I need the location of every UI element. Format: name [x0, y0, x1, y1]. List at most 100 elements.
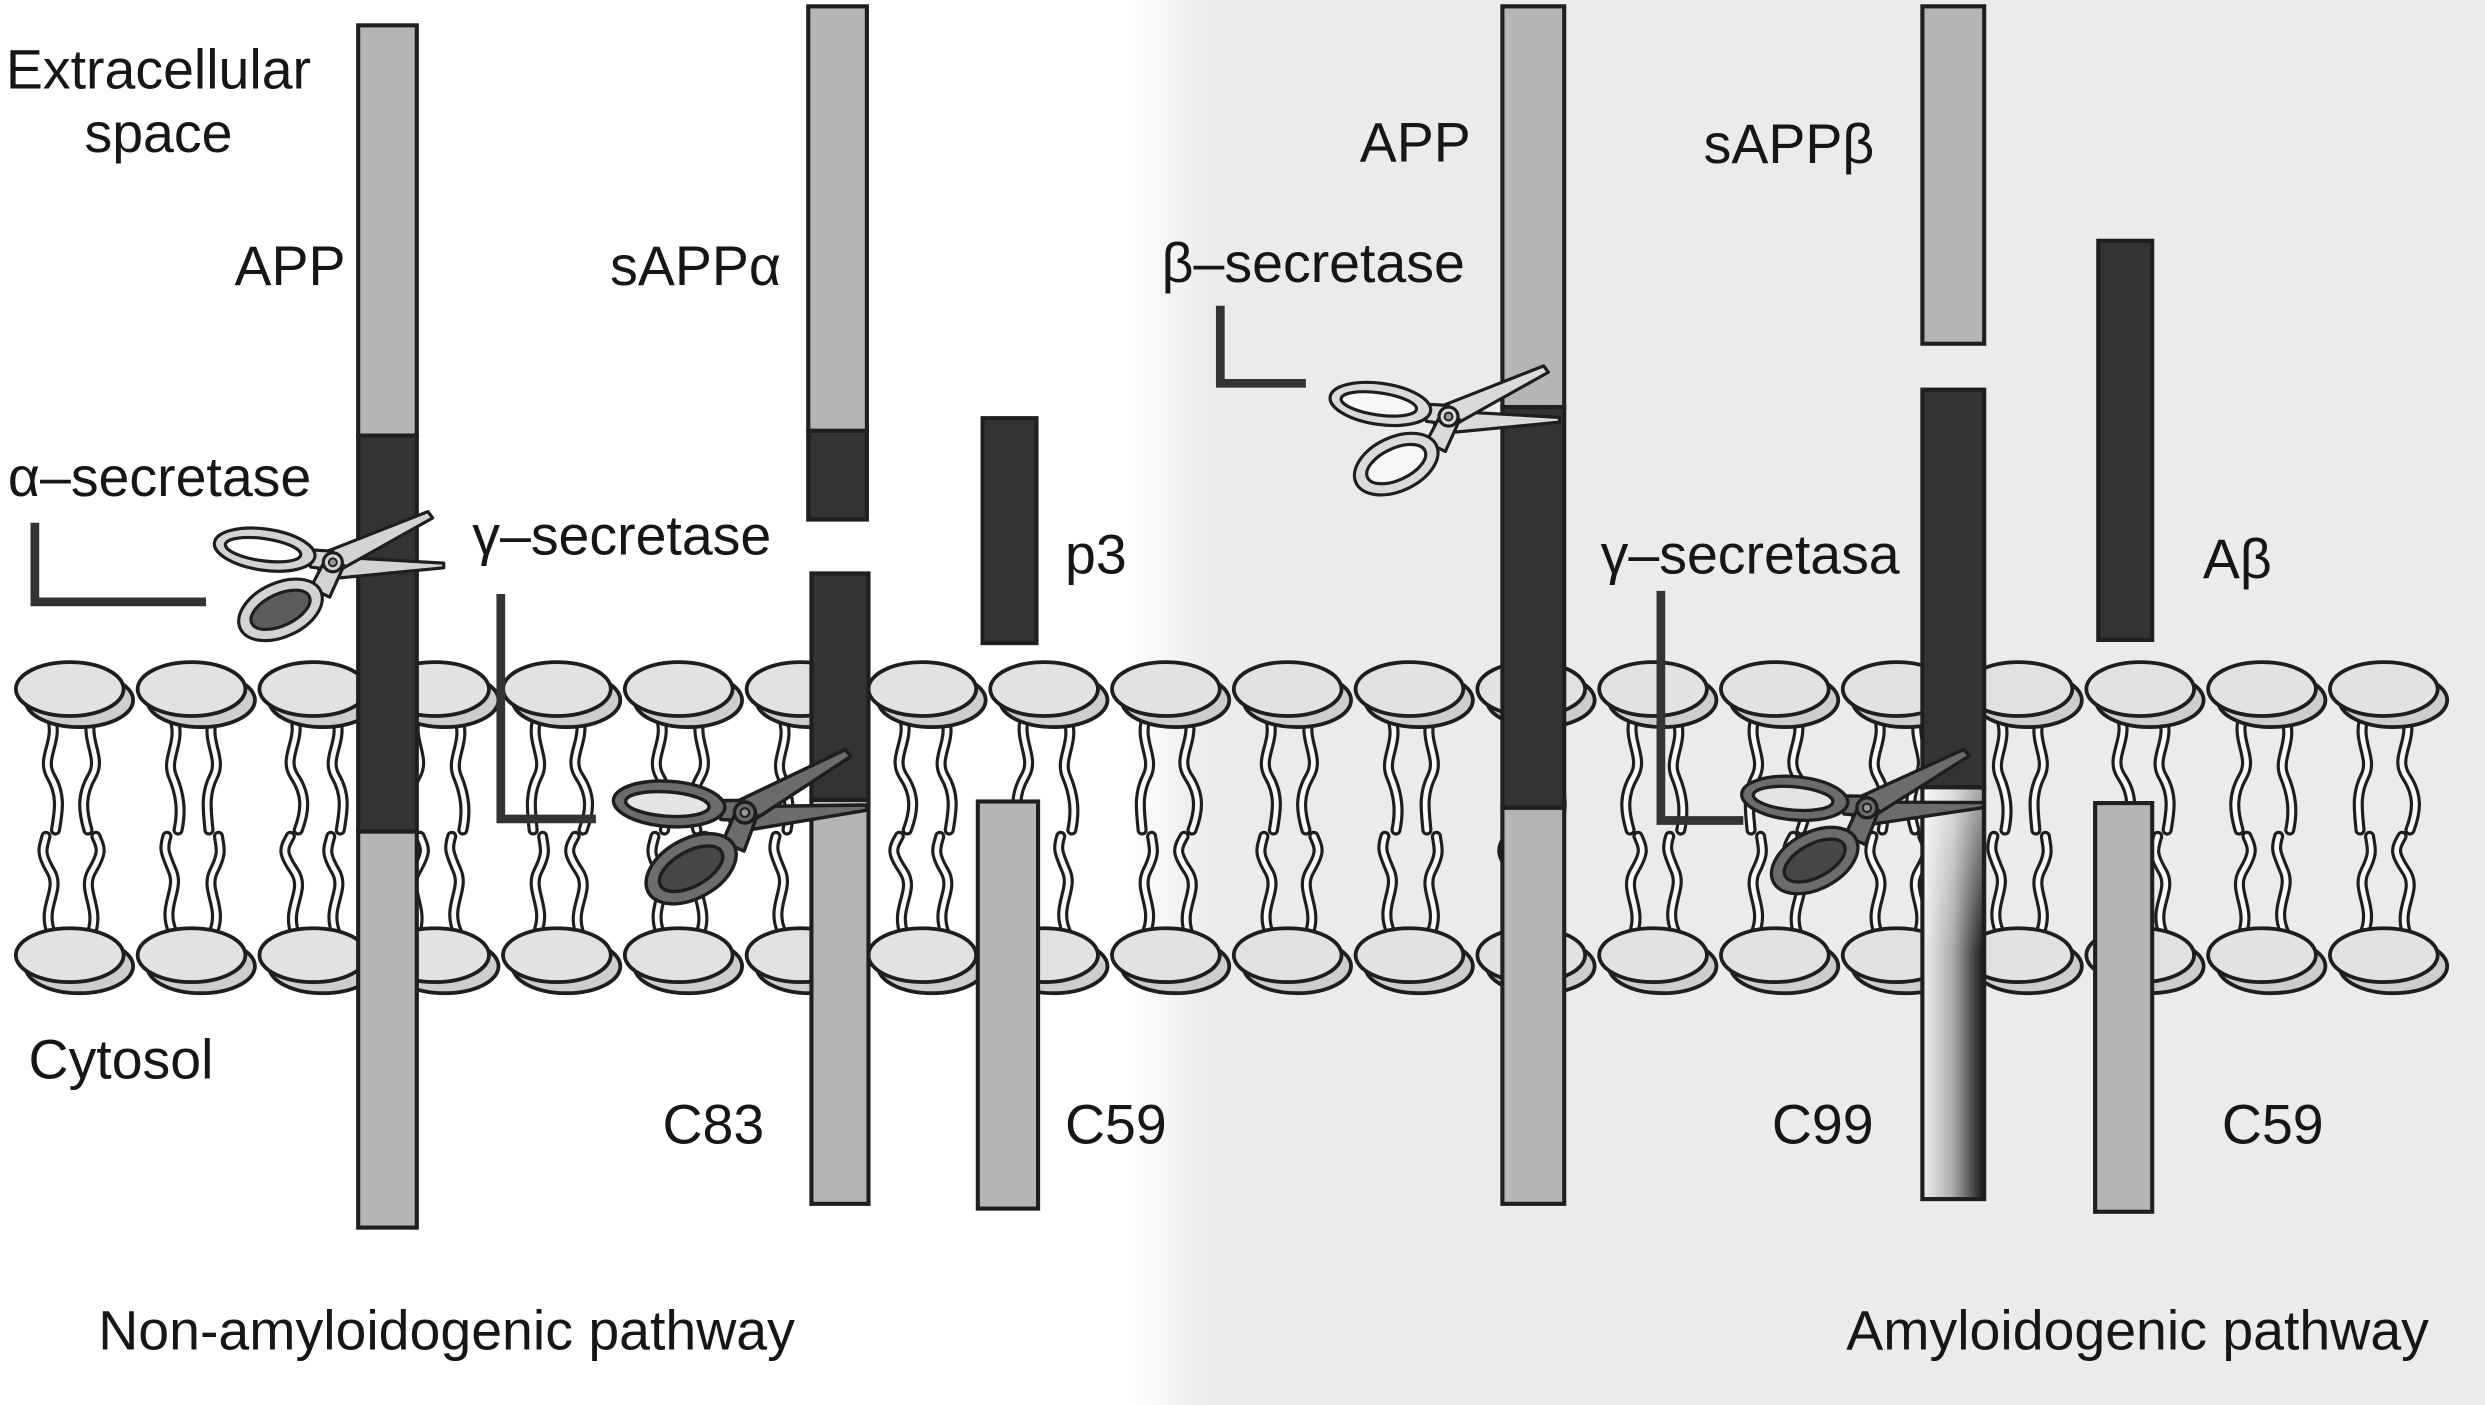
lipid-tail	[44, 713, 61, 833]
lipid-tail	[2031, 713, 2046, 833]
lipid-head	[257, 660, 370, 718]
lipid-tail	[2232, 713, 2249, 833]
lipid-tail	[1665, 833, 1680, 934]
lipid-tail	[1181, 713, 1200, 833]
phospholipid-pair	[135, 660, 257, 996]
lipid-tail	[1137, 713, 1152, 833]
lipid-head	[13, 660, 126, 718]
lipid-tail	[1628, 833, 1645, 934]
extracellular-space-label-line1: Extracellular	[6, 39, 311, 101]
lipid-head	[1353, 660, 1466, 718]
sappa-light-segment	[806, 4, 869, 433]
lipid-head	[13, 926, 126, 984]
c83-fragment	[809, 571, 871, 1206]
lipid-tail	[1623, 713, 1640, 833]
alpha-secretase-scissors-icon	[212, 510, 446, 643]
alpha-secretase-label: α–secretase	[8, 446, 311, 508]
lipid-head	[2328, 660, 2440, 718]
lipid-tail	[168, 713, 183, 833]
lipid-head	[1353, 926, 1466, 984]
phospholipid-pair	[13, 660, 136, 996]
lipid-tail	[532, 833, 547, 934]
c59-right-fragment	[2093, 801, 2155, 1214]
scissors-thumb-hole	[249, 588, 312, 632]
lipid-tail	[453, 713, 468, 833]
lipid-head	[988, 660, 1100, 718]
sappb-label: sAPPβ	[1704, 113, 1875, 175]
scissors-pivot-pin	[739, 807, 751, 818]
app-right-intracellular-domain	[1500, 805, 1567, 1206]
c83-label: C83	[662, 1094, 764, 1156]
lipid-tail	[2274, 833, 2289, 934]
phospholipid-pair	[1353, 660, 1475, 996]
beta-secretase-scissors-icon	[1328, 364, 1562, 497]
lipid-tail	[1056, 833, 1071, 934]
lipid-tail	[2279, 713, 2295, 833]
lipid-head	[257, 926, 370, 984]
lipid-head	[135, 926, 248, 984]
lipid-tail	[1061, 713, 1077, 833]
lipid-tail	[204, 713, 219, 833]
c59-left-fragment	[975, 799, 1041, 1211]
lipid-tail	[2394, 833, 2413, 934]
c59-left-label: C59	[1065, 1094, 1167, 1156]
gamma-secretase-right-label: γ–secretasa	[1601, 523, 1900, 585]
lipid-tail	[572, 713, 591, 833]
lipid-head	[622, 660, 735, 718]
lipid-head	[1231, 926, 1344, 984]
scissors-pivot-pin	[327, 557, 338, 568]
lipid-tail	[1176, 833, 1195, 934]
app-left-intracellular-domain	[356, 829, 419, 1230]
lipid-head	[2206, 660, 2318, 718]
lipid-head	[1110, 926, 1222, 984]
lipid-tail	[282, 833, 301, 934]
c99-fragment	[1920, 387, 1987, 1202]
scissors-thumb-hole	[657, 844, 725, 894]
lipid-tail	[1303, 833, 1321, 934]
scissors-pivot-pin	[1861, 802, 1873, 813]
lipid-tail	[2156, 713, 2173, 833]
c99-dark-segment	[1920, 387, 1987, 790]
lipid-tail	[162, 833, 177, 934]
lipid-tail	[771, 833, 786, 934]
beta-secretase-pointer	[1215, 305, 1306, 388]
gamma-secretase-left-label: γ–secretase	[472, 504, 771, 566]
lipid-head	[2084, 660, 2197, 718]
lipid-tail	[938, 713, 955, 833]
p3-fragment	[980, 416, 1039, 646]
lipid-tail	[528, 713, 543, 833]
lipid-tail	[1989, 833, 2004, 934]
lipid-tail	[1867, 833, 1884, 934]
lipid-tail	[1386, 713, 1401, 833]
c59-right-label: C59	[2222, 1094, 2324, 1156]
lipid-tail	[1422, 713, 1437, 833]
lipid-tail	[208, 833, 223, 934]
lipid-tail	[1750, 833, 1765, 934]
lipid-tail	[1258, 833, 1275, 934]
lipid-tail	[1426, 833, 1441, 934]
lipid-head	[135, 660, 248, 718]
phospholipid-pair	[1110, 660, 1232, 996]
phospholipid-pair	[2206, 660, 2328, 996]
phospholipid-pair	[501, 660, 623, 996]
cytosol-label: Cytosol	[29, 1029, 214, 1091]
extracellular-space-label-line2: space	[84, 102, 232, 164]
lipid-tail	[891, 833, 910, 934]
phospholipid-pair	[2328, 660, 2450, 996]
lipid-head	[2206, 926, 2318, 984]
sappa-fragment	[806, 4, 869, 522]
alpha-secretase-pointer	[30, 522, 207, 607]
gamma-secretase-right-scissors-icon	[1740, 747, 1986, 896]
lipid-head	[1231, 660, 1344, 718]
sappa-dark-segment	[806, 428, 869, 522]
lipid-tail	[1380, 833, 1395, 934]
sappa-label: sAPPα	[610, 235, 781, 297]
app-left	[356, 23, 419, 1230]
lipid-tail	[1299, 713, 1316, 833]
app-left-label: APP	[235, 235, 346, 297]
scissors-finger-hole	[1751, 784, 1835, 813]
scissors-finger-hole	[623, 789, 711, 819]
phospholipid-pair	[1231, 660, 1353, 996]
c83-light-segment	[809, 797, 871, 1206]
